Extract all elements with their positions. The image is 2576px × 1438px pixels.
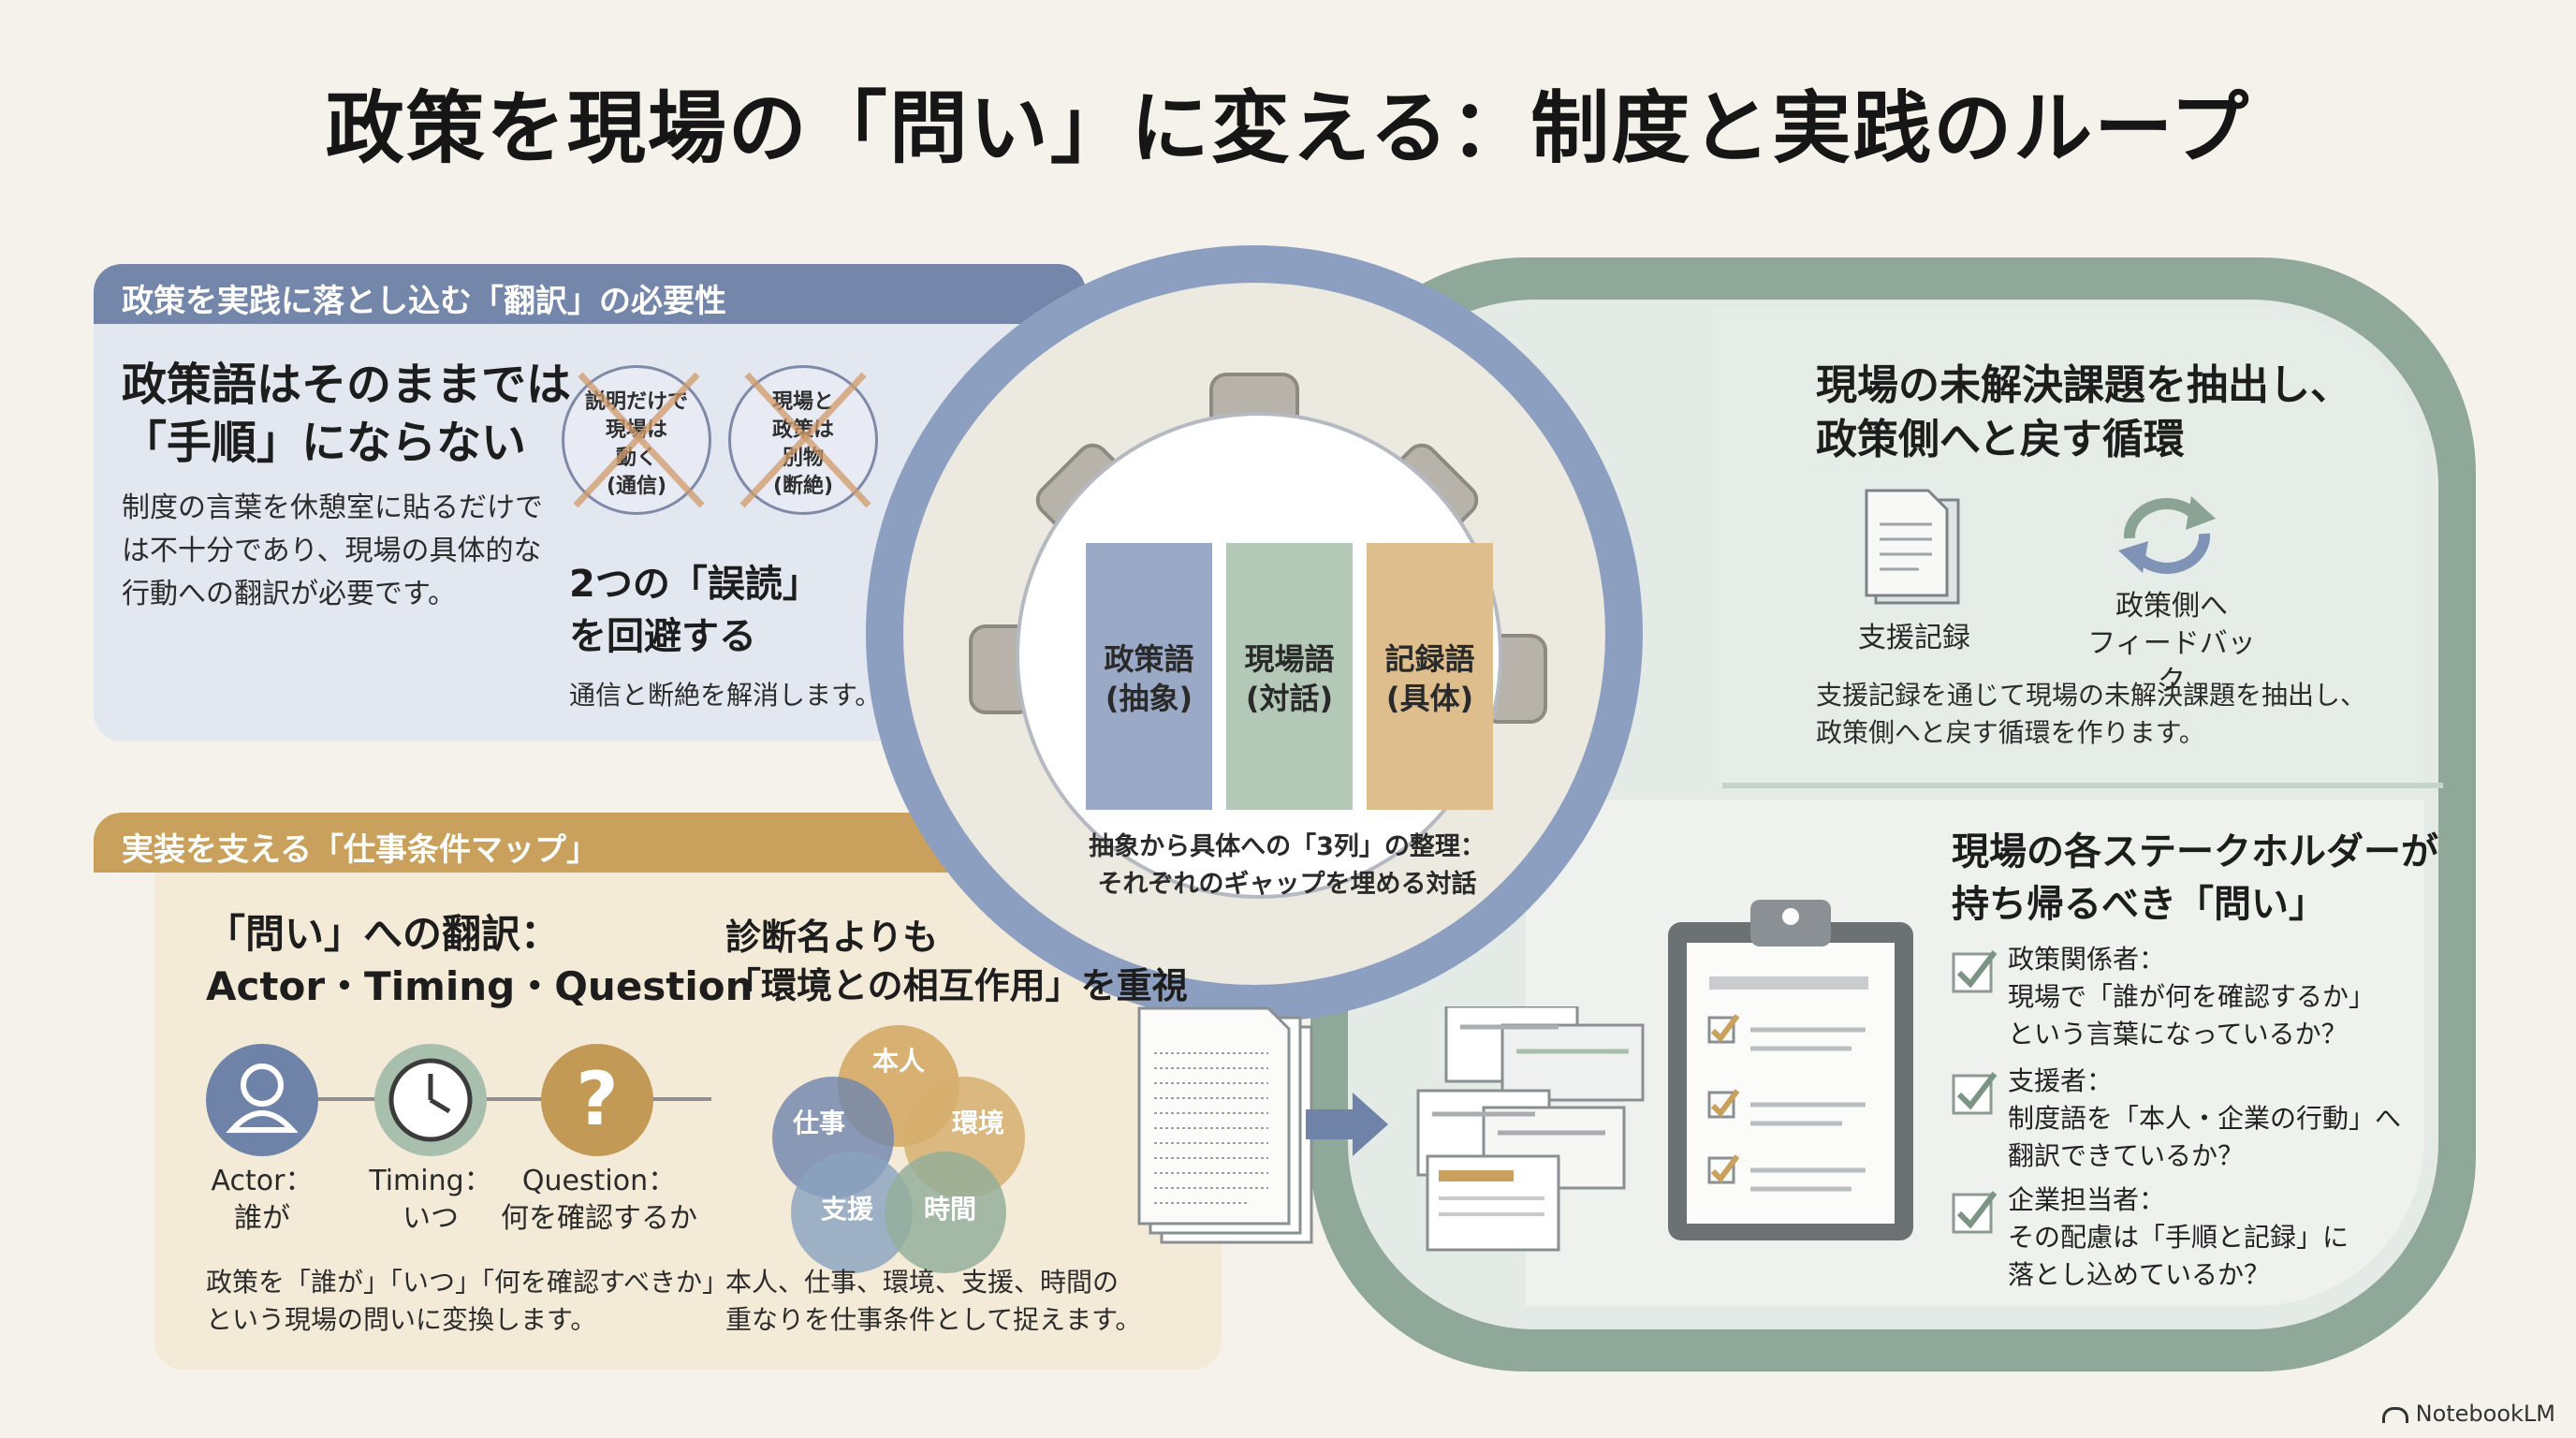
column-sub: (抽象) xyxy=(1105,681,1193,716)
label-line: 政策側へ xyxy=(2115,590,2228,623)
venn-label: 本人 xyxy=(871,1046,925,1077)
heading-line: 持ち帰るべき「問い」 xyxy=(1952,883,2326,926)
field-language-column xyxy=(1226,543,1353,810)
feedback-body: 支援記録を通じて現場の未解決課題を抽出し、 政策側へと戻す循環を作ります。 xyxy=(1816,677,2366,752)
person-icon xyxy=(206,1044,318,1156)
column-label: 政策語 xyxy=(1104,641,1194,677)
label-line: Timing： xyxy=(369,1165,492,1197)
label-line: フィードバック xyxy=(2087,627,2256,697)
avoid-heading: 2つの「誤読」 を回避する xyxy=(569,558,820,663)
clipboard-icon xyxy=(1668,900,1913,1240)
question-icon: ? xyxy=(541,1044,653,1156)
interaction-body: 本人、仕事、環境、支援、時間の 重なりを仕事条件として捉えます。 xyxy=(725,1264,1141,1339)
footer-brand: NotebookLM xyxy=(2381,1401,2555,1427)
stakeholder-line: 落とし込めているか？ xyxy=(2008,1259,2271,1290)
document-icon xyxy=(1865,489,1960,605)
venn-time xyxy=(885,1152,1006,1273)
heading-line: 「環境との相互作用」を重視 xyxy=(725,965,1188,1006)
label-line: Actor： xyxy=(211,1165,314,1197)
panel-divider xyxy=(1722,783,2443,788)
stakeholder-role: 政策関係者： xyxy=(2008,944,2166,975)
heading-line: 現場の各ステークホルダーが xyxy=(1952,830,2438,873)
body-line: 行動への翻訳が必要です。 xyxy=(122,578,456,610)
venn-label: 仕事 xyxy=(792,1108,845,1138)
misreading-line: (断絶) xyxy=(772,475,834,498)
checkbox-check-icon xyxy=(1952,1191,1998,1234)
page-title: 政策を現場の「問い」に変える：制度と実践のループ xyxy=(325,82,2251,174)
actor-label: Actor： 誰が xyxy=(178,1163,346,1238)
venn-label: 環境 xyxy=(951,1108,1004,1138)
stakeholder-role: 企業担当者： xyxy=(2008,1184,2166,1215)
cross-icon xyxy=(739,372,871,508)
body-line: は不十分であり、現場の具体的な xyxy=(122,535,542,567)
clock-icon xyxy=(374,1044,487,1156)
interaction-heading: 診断名よりも 「環境との相互作用」を重視 xyxy=(725,913,1188,1010)
timing-label: Timing： いつ xyxy=(346,1163,515,1238)
stakeholder-line: 制度語を「本人・企業の行動」へ xyxy=(2008,1103,2402,1134)
work-condition-header: 実装を支える「仕事条件マップ」 xyxy=(122,831,598,869)
notebooklm-logo-icon xyxy=(2381,1406,2408,1423)
caption-line: 抽象から具体への「3列」の整理： xyxy=(1089,832,1486,861)
column-label: 現場語 xyxy=(1244,641,1335,677)
question-translation-body: 政策を「誰が」「いつ」「何を確認すべきか」 という現場の問いに変換します。 xyxy=(206,1264,728,1339)
heading-line: を回避する xyxy=(569,615,756,658)
checkbox-check-icon xyxy=(1952,950,1998,993)
feedback-label: 政策側へ フィードバック xyxy=(2078,588,2265,700)
translation-header: 政策を実践に落とし込む「翻訳」の必要性 xyxy=(122,283,726,320)
icon-connector xyxy=(318,1097,711,1101)
stakeholder-line: 翻訳できているか？ xyxy=(2008,1140,2245,1171)
stakeholder-line: という言葉になっているか？ xyxy=(2008,1019,2348,1049)
column-sub: (具体) xyxy=(1385,681,1474,716)
heading-line: 診断名よりも xyxy=(725,917,939,958)
center-caption: 抽象から具体への「3列」の整理： それぞれのギャップを埋める対話 xyxy=(1058,829,1516,903)
venn-label: 時間 xyxy=(923,1194,976,1225)
avoid-body: 通信と断絶を解消します。 xyxy=(569,680,882,711)
heading-line: 現場の未解決課題を抽出し、 xyxy=(1816,361,2351,409)
column-sub: (対話) xyxy=(1245,681,1334,716)
heading-line: 「手順」にならない xyxy=(122,417,527,469)
feedback-cycle-icon xyxy=(2118,496,2216,574)
question-label: Question： 何を確認するか xyxy=(496,1163,702,1238)
body-line: 政策を「誰が」「いつ」「何を確認すべきか」 xyxy=(206,1267,729,1298)
label-line: 誰が xyxy=(234,1202,290,1235)
stakeholder-line: 現場で「誰が何を確認するか」 xyxy=(2008,981,2376,1012)
cross-icon xyxy=(573,372,705,508)
label-line: 何を確認するか xyxy=(501,1202,697,1235)
column-label: 記録語 xyxy=(1384,641,1475,677)
translation-header-bar xyxy=(94,264,1086,324)
stakeholder-text: 政策関係者： 現場で「誰が何を確認するか」 という言葉になっているか？ xyxy=(2008,941,2457,1053)
label-line: Question： xyxy=(521,1165,677,1197)
support-record-label: 支援記録 xyxy=(1858,622,1970,654)
body-line: という現場の問いに変換します。 xyxy=(206,1304,597,1335)
stakeholder-text: 企業担当者： その配慮は「手順と記録」に 落とし込めているか？ xyxy=(2008,1181,2457,1294)
stakeholder-role: 支援者： xyxy=(2008,1065,2114,1096)
stakeholder-text: 支援者： 制度語を「本人・企業の行動」へ 翻訳できているか？ xyxy=(2008,1063,2457,1175)
heading-line: Actor・Timing・Question xyxy=(206,963,754,1009)
body-line: 本人、仕事、環境、支援、時間の xyxy=(725,1267,1120,1298)
stakeholder-heading: 現場の各ステークホルダーが 持ち帰るべき「問い」 xyxy=(1952,826,2438,931)
venn-label: 支援 xyxy=(820,1194,873,1225)
misreading-line: (通信) xyxy=(606,475,667,498)
body-line: 重なりを仕事条件として捉えます。 xyxy=(725,1304,1142,1335)
caption-line: それぞれのギャップを埋める対話 xyxy=(1097,870,1477,899)
feedback-panel xyxy=(1713,309,2424,782)
footer-text: NotebookLM xyxy=(2415,1401,2555,1427)
heading-line: 政策側へと戻す循環 xyxy=(1816,416,2185,463)
translation-heading: 政策語はそのままでは 「手順」にならない xyxy=(122,356,571,472)
label-line: いつ xyxy=(402,1202,459,1235)
record-language-column xyxy=(1367,543,1493,810)
heading-line: 「問い」への翻訳： xyxy=(206,911,561,957)
policy-language-column xyxy=(1086,543,1212,810)
heading-line: 政策語はそのままでは xyxy=(122,359,572,411)
body-line: 支援記録を通じて現場の未解決課題を抽出し、 xyxy=(1816,680,2367,711)
checkbox-check-icon xyxy=(1952,1072,1998,1115)
body-line: 制度の言葉を休憩室に貼るだけで xyxy=(122,492,543,524)
question-translation-heading: 「問い」への翻訳： Actor・Timing・Question xyxy=(206,908,754,1013)
feedback-heading: 現場の未解決課題を抽出し、 政策側へと戻す循環 xyxy=(1816,359,2351,467)
stakeholder-line: その配慮は「手順と記録」に xyxy=(2008,1222,2349,1253)
body-line: 政策側へと戻す循環を作ります。 xyxy=(1816,717,2205,748)
heading-line: 2つの「誤読」 xyxy=(569,563,820,606)
records-to-cards-illustration xyxy=(1137,1006,1645,1252)
translation-body: 制度の言葉を休憩室に貼るだけで は不十分であり、現場の具体的な 行動への翻訳が必… xyxy=(122,487,543,616)
